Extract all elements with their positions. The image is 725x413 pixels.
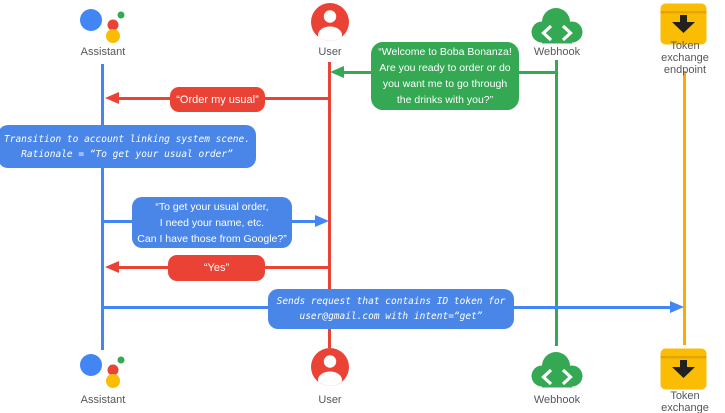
send-request-note: Sends request that contains ID token for… [268, 289, 514, 329]
ask-info-speech-bubble: “To get your usual order, I need your na… [132, 197, 292, 248]
token-endpoint-label-top: Token exchange endpoint [661, 40, 709, 76]
token-endpoint-icon [660, 3, 707, 45]
welcome-arrowhead-icon [330, 66, 344, 78]
user-icon [311, 348, 349, 386]
send-request-arrowhead-icon [670, 301, 684, 313]
assistant-label-top: Assistant [80, 46, 126, 58]
token-endpoint-icon [660, 348, 707, 390]
welcome-speech-bubble: “Welcome to Boba Bonanza! Are you ready … [371, 42, 519, 110]
user-label-bottom: User [318, 394, 342, 406]
assistant-lifeline [101, 64, 104, 350]
token-endpoint-label-bottom: Token exchange endpoint [661, 390, 709, 413]
transition-note: Transition to account linking system sce… [0, 125, 256, 168]
webhook-lifeline [555, 60, 558, 346]
webhook-label-bottom: Webhook [533, 394, 581, 406]
yes-speech-bubble: “Yes” [168, 255, 265, 281]
assistant-label-bottom: Assistant [80, 394, 126, 406]
order-usual-speech-bubble: “Order my usual” [170, 87, 265, 112]
user-icon [311, 3, 349, 41]
user-lifeline [328, 62, 331, 348]
google-assistant-icon [80, 9, 125, 43]
order-usual-arrowhead-icon [105, 92, 119, 104]
google-assistant-icon [80, 354, 125, 388]
webhook-label-top: Webhook [533, 46, 581, 58]
user-label-top: User [318, 46, 342, 58]
token-endpoint-lifeline [683, 71, 686, 345]
yes-arrowhead-icon [105, 261, 119, 273]
webhook-cloud-icon [531, 8, 583, 44]
webhook-cloud-icon [531, 352, 583, 388]
ask-info-arrowhead-icon [315, 215, 329, 227]
